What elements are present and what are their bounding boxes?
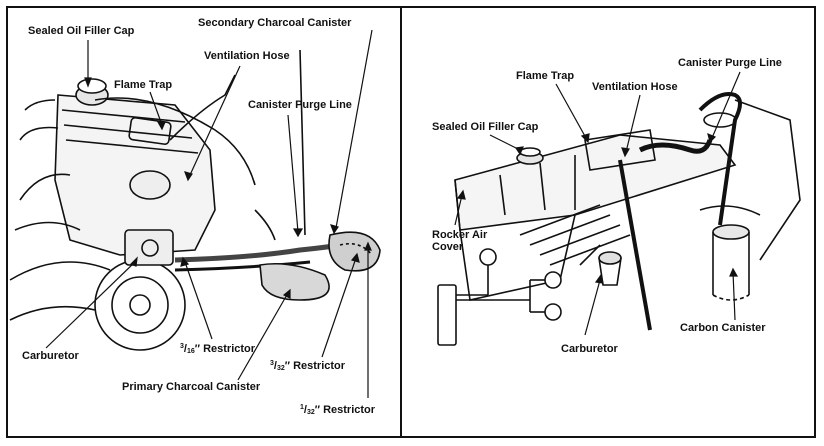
label-restrictor-3-16: 3/16″ Restrictor xyxy=(180,343,256,355)
label-flame-trap-right: Flame Trap xyxy=(516,70,575,82)
label-sealed-oil-filler-cap-left: Sealed Oil Filler Cap xyxy=(28,25,135,37)
label-restrictor-1-32: 1/32″ Restrictor xyxy=(300,404,376,416)
label-carburetor-left: Carburetor xyxy=(22,350,79,362)
label-secondary-charcoal-canister: Secondary Charcoal Canister xyxy=(198,17,352,29)
right-engine-drawing xyxy=(437,92,801,346)
label-carburetor-right: Carburetor xyxy=(561,343,618,355)
label-restrictor-3-32: 3/32″ Restrictor xyxy=(270,360,346,372)
label-canister-purge-line-right: Canister Purge Line xyxy=(678,57,782,69)
label-flame-trap-left: Flame Trap xyxy=(114,79,173,91)
label-carbon-canister: Carbon Canister xyxy=(680,322,766,334)
label-sealed-oil-filler-cap-right: Sealed Oil Filler Cap xyxy=(432,121,539,133)
left-engine-drawing xyxy=(9,49,381,351)
label-canister-purge-line-left: Canister Purge Line xyxy=(248,99,352,111)
label-ventilation-hose-left: Ventilation Hose xyxy=(204,50,290,62)
label-primary-charcoal-canister: Primary Charcoal Canister xyxy=(122,381,261,393)
panel-divider xyxy=(400,6,402,438)
leader-lines xyxy=(45,29,741,398)
label-ventilation-hose-right: Ventilation Hose xyxy=(592,81,678,93)
